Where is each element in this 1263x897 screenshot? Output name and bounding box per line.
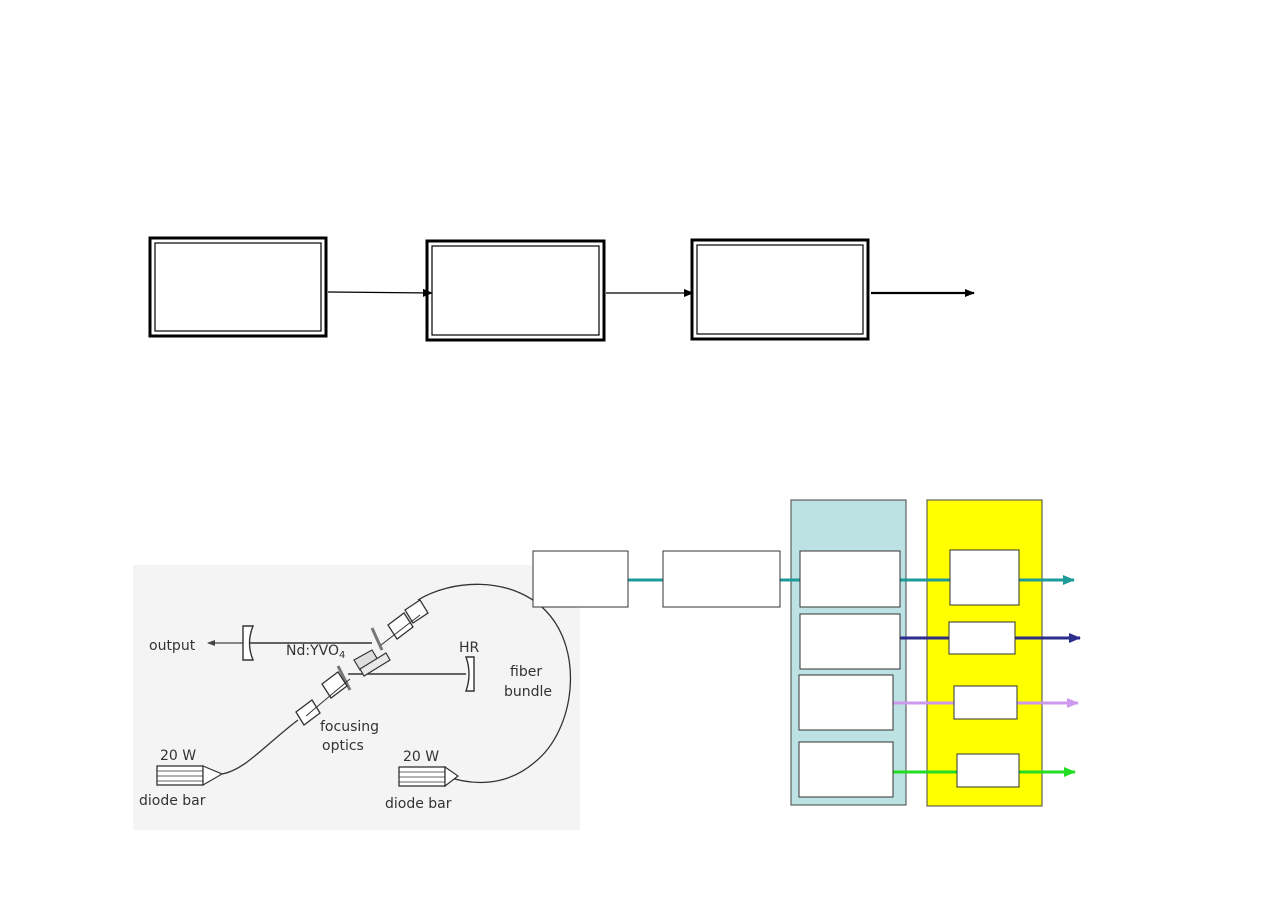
label-bundle: bundle (504, 684, 552, 700)
source-box (532, 550, 629, 608)
top-block-3 (690, 238, 870, 341)
label-focusing: focusing (320, 719, 379, 735)
crystal-icon (336, 627, 391, 691)
upper-focusing-optics-icon (380, 599, 429, 646)
label-diode-left: diode bar (139, 793, 206, 809)
label-crystal: Nd:YVO4 (286, 643, 345, 661)
right-diode-bar-icon (398, 765, 460, 788)
hr-mirror-icon (465, 656, 475, 692)
teal-stage-box-2 (799, 613, 901, 670)
laser-schematic: output Nd:YVO4 HR fiber bundle focusing … (133, 565, 580, 830)
label-hr: HR (459, 640, 480, 656)
fiber-bundle-path (417, 583, 572, 784)
label-power-left: 20 W (160, 748, 196, 764)
top-block-2 (425, 239, 606, 342)
label-optics: optics (322, 738, 364, 754)
lower-focusing-optics-icon (295, 671, 351, 726)
label-fiber: fiber (510, 664, 542, 680)
yellow-stage-box-1 (949, 549, 1020, 606)
left-diode-bar-icon (156, 765, 224, 787)
output-mirror-icon (242, 625, 255, 661)
label-output: output (149, 638, 196, 654)
yellow-stage-box-2 (948, 621, 1016, 655)
teal-stage-box-1 (799, 550, 901, 608)
left-fiber-path (221, 719, 299, 775)
top-block-1 (148, 236, 328, 338)
yellow-stage-box-4 (956, 753, 1020, 788)
top-arrow-1 (327, 288, 433, 297)
label-power-right: 20 W (403, 749, 439, 765)
teal-stage-box-4 (798, 741, 894, 798)
teal-stage-box-3 (798, 674, 894, 731)
label-diode-right: diode bar (385, 796, 452, 812)
yellow-stage-box-3 (953, 685, 1018, 720)
second-box (662, 550, 781, 608)
